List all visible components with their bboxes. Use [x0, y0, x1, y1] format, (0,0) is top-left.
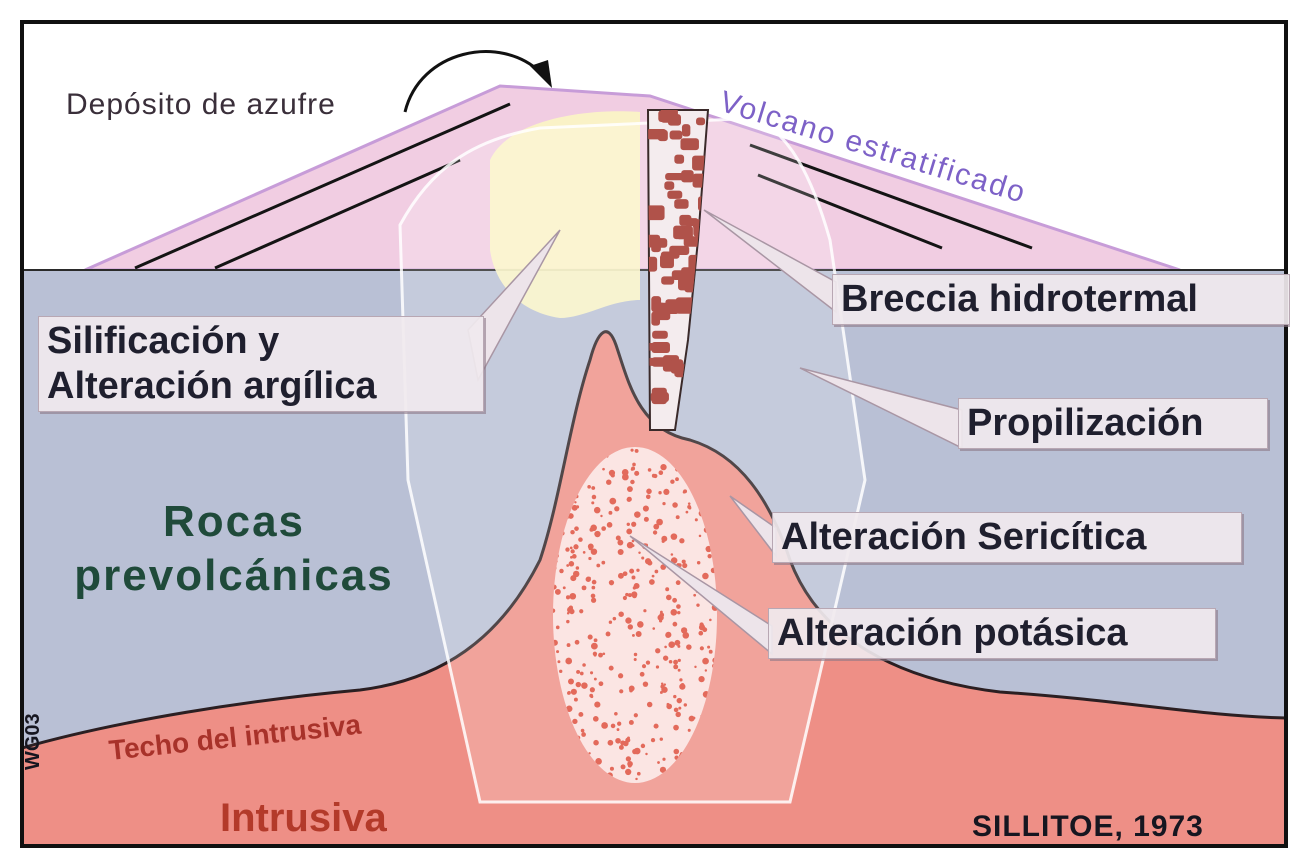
source-credit-label: SILLITOE, 1973 [972, 810, 1204, 844]
prevolcanic-rocks-label: Rocas prevolcánicas [48, 495, 420, 602]
silicification-label: Silificación y Alteración argílica [38, 316, 484, 412]
breccia-label: Breccia hidrotermal [832, 274, 1290, 325]
potassic-label: Alteración potásica [768, 608, 1216, 659]
sericitic-label: Alteración Sericítica [772, 512, 1242, 563]
propylitic-label: Propilización [958, 398, 1268, 449]
sulfur-deposit-label: Depósito de azufre [66, 88, 336, 122]
intrusive-label: Intrusiva [220, 796, 387, 841]
figure-code-label: WG03 [22, 713, 45, 770]
